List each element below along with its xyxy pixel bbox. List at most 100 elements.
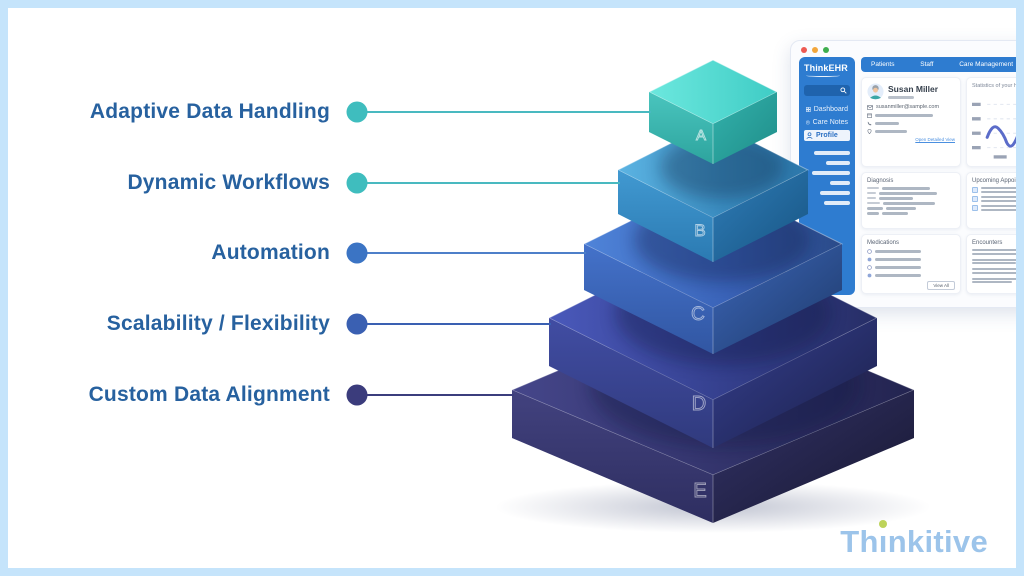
placeholder-bar	[981, 187, 1024, 190]
layer-letter-d: D	[692, 393, 706, 415]
maximize-window-icon[interactable]	[823, 47, 829, 53]
patient-profile-card: Susan Miller susanmiller@sample.com	[861, 77, 961, 167]
connector-dot	[346, 313, 368, 335]
logo-i-green-dot: ı	[878, 520, 888, 559]
pyramid-layer-b[interactable]: B	[616, 121, 810, 262]
placeholder-bar	[875, 130, 907, 133]
health-line-chart	[972, 102, 1024, 159]
medications-card: Medications View	[861, 234, 961, 294]
placeholder-bar	[867, 202, 880, 205]
placeholder-bar	[875, 258, 921, 261]
placeholder-bar	[888, 96, 914, 99]
care-notes-icon	[806, 120, 810, 125]
placeholder-bar	[875, 266, 921, 269]
layer-letter-a: A	[696, 127, 706, 144]
dashboard-icon	[806, 107, 811, 112]
placeholder-bar	[867, 212, 879, 215]
nav-item-staff[interactable]: Staff	[920, 61, 934, 68]
upcoming-appointments-card: Upcoming Appointments	[966, 172, 1024, 229]
thinkitive-logo: Thınkitive	[840, 520, 988, 560]
sidebar-item-label: Dashboard	[813, 106, 848, 113]
layer-letter-c: C	[691, 304, 705, 325]
placeholder-bar	[972, 281, 1012, 283]
placeholder-bar	[867, 187, 879, 190]
placeholder-bar	[972, 258, 1024, 261]
nav-item-care-management[interactable]: Care Management	[959, 61, 1014, 68]
search-input[interactable]	[804, 85, 850, 96]
pill-icon	[867, 273, 872, 278]
placeholder-bar	[830, 181, 850, 185]
connector-dot	[346, 101, 368, 123]
medications-card-title: Medications	[867, 240, 900, 246]
placeholder-bar	[882, 212, 908, 215]
feature-label-scalability-flexibility: Scalability / Flexibility	[106, 312, 330, 335]
ehr-top-nav: Patients Staff Care Management Schedulin…	[861, 57, 1024, 72]
placeholder-bar	[972, 271, 1020, 274]
close-window-icon[interactable]	[801, 47, 807, 53]
sidebar-item-dashboard[interactable]: Dashboard	[804, 104, 850, 115]
feature-label-automation: Automation	[211, 241, 330, 264]
placeholder-bar	[875, 122, 899, 125]
logo-text-part: Th	[840, 524, 879, 559]
logo-text-part: nkitive	[887, 524, 988, 559]
placeholder-bar	[826, 161, 850, 165]
connector-adaptive-data-handling	[346, 101, 651, 123]
open-detailed-view-link[interactable]: Open Detailed View	[915, 137, 955, 142]
email-icon	[867, 104, 873, 110]
search-icon	[840, 87, 847, 94]
placeholder-bar	[814, 151, 850, 155]
appointment-icon	[972, 187, 978, 193]
placeholder-bar	[812, 171, 850, 175]
layer-letter-b: B	[694, 221, 705, 240]
sidebar-item-label: Care Notes	[812, 119, 848, 126]
statistics-card-title: Statistics of your health	[972, 83, 1024, 89]
phone-icon	[867, 121, 872, 126]
sidebar-item-care-notes[interactable]: Care Notes	[804, 117, 850, 128]
placeholder-bar	[875, 274, 921, 277]
placeholder-bar	[972, 277, 1024, 280]
patient-email: susanmiller@sample.com	[876, 104, 940, 110]
encounters-card: Encounters	[966, 234, 1024, 294]
connector-scalability-flexibility	[346, 313, 551, 335]
diagnosis-card: Diagnosis	[861, 172, 961, 229]
connector-dynamic-workflows	[346, 172, 620, 194]
feature-label-custom-data-alignment: Custom Data Alignment	[88, 383, 330, 406]
location-icon	[867, 129, 872, 134]
feature-label-adaptive-data-handling: Adaptive Data Handling	[89, 100, 330, 123]
nav-item-patients[interactable]: Patients	[871, 61, 895, 68]
placeholder-bar	[886, 207, 916, 210]
minimize-window-icon[interactable]	[812, 47, 818, 53]
placeholder-bar	[981, 205, 1024, 208]
feature-label-dynamic-workflows: Dynamic Workflows	[127, 171, 330, 194]
placeholder-bar	[972, 262, 1016, 264]
placeholder-bar	[882, 187, 930, 190]
placeholder-bar	[972, 268, 1024, 270]
appointments-card-title: Upcoming Appointments	[972, 178, 1024, 184]
avatar	[867, 83, 884, 100]
placeholder-bar	[867, 192, 876, 195]
sidebar-placeholder-bars	[804, 151, 850, 205]
connector-custom-data-alignment	[346, 384, 514, 406]
window-controls	[791, 41, 1024, 57]
appointment-icon	[972, 205, 978, 211]
placeholder-bar	[883, 202, 935, 205]
placeholder-bar	[981, 190, 1024, 193]
diagnosis-card-title: Diagnosis	[867, 178, 894, 184]
layer-letter-e: E	[693, 480, 706, 502]
connector-dot	[346, 172, 368, 194]
calendar-icon	[867, 113, 872, 118]
placeholder-bar	[867, 197, 876, 200]
patient-name: Susan Miller	[888, 84, 939, 94]
connector-dot	[346, 384, 368, 406]
view-all-button[interactable]: View All	[927, 281, 955, 290]
placeholder-bar	[981, 208, 1024, 211]
placeholder-bar	[875, 114, 933, 117]
sidebar-item-profile[interactable]: Profile	[804, 130, 850, 141]
placeholder-bar	[879, 192, 937, 195]
placeholder-bar	[867, 207, 883, 210]
pyramid-layer-a[interactable]: A	[647, 59, 779, 164]
placeholder-bar	[981, 196, 1024, 199]
connector-automation	[346, 242, 586, 264]
